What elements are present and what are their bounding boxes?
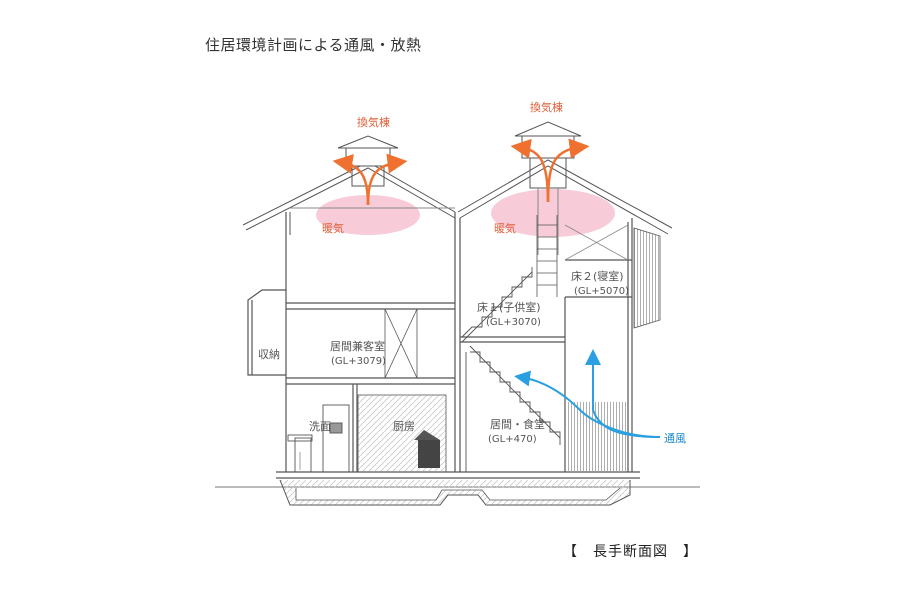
louver-wall — [568, 402, 626, 472]
washroom-label: 洗面 — [309, 420, 331, 433]
walls — [247, 212, 640, 479]
kitchen-label: 厨房 — [393, 420, 415, 433]
kitchen-hood — [414, 430, 440, 440]
living-guest-label: 居間兼客室 — [330, 339, 385, 353]
floor1-gl: (GL+3070) — [486, 317, 541, 328]
upper-stairs — [461, 267, 533, 343]
living-dining-gl: (GL+470) — [488, 434, 537, 445]
exhaust-arrows-left — [332, 153, 408, 206]
storage-label: 収納 — [258, 348, 280, 361]
page-title: 住居環境計画による通風・放熱 — [205, 36, 422, 54]
right-roof — [457, 159, 673, 235]
vent-tower-left — [337, 135, 399, 187]
washroom-fixtures — [287, 404, 350, 473]
ventilation-label: 通風 — [664, 432, 686, 445]
drawing-caption: 【 長手断面図 】 — [563, 544, 698, 560]
warm-air-left — [316, 195, 420, 235]
warm-label-left: 暖気 — [322, 221, 344, 235]
floor2-gl: (GL+5070) — [574, 286, 629, 297]
living-dining-label: 居間・食堂 — [490, 417, 545, 431]
warm-air-right — [491, 189, 615, 237]
ladder — [536, 215, 558, 297]
kitchen-stove — [418, 440, 440, 468]
floor1-label: 床１(子供室) — [477, 300, 541, 314]
floor2-label: 床２(寝室) — [571, 269, 624, 283]
living-guest-gl: (GL+3079) — [331, 356, 386, 367]
exhaust-arrows-right — [510, 138, 590, 203]
warm-label-right: 暖気 — [494, 221, 516, 235]
ground-line — [215, 479, 700, 506]
draft-arrows — [514, 349, 661, 438]
vent-label-left: 換気棟 — [357, 115, 390, 129]
lower-stairs — [465, 345, 561, 472]
upper-cross — [564, 224, 629, 261]
vent-label-right: 換気棟 — [530, 100, 563, 114]
closet-cross — [384, 308, 418, 379]
exterior-siding — [633, 227, 661, 329]
